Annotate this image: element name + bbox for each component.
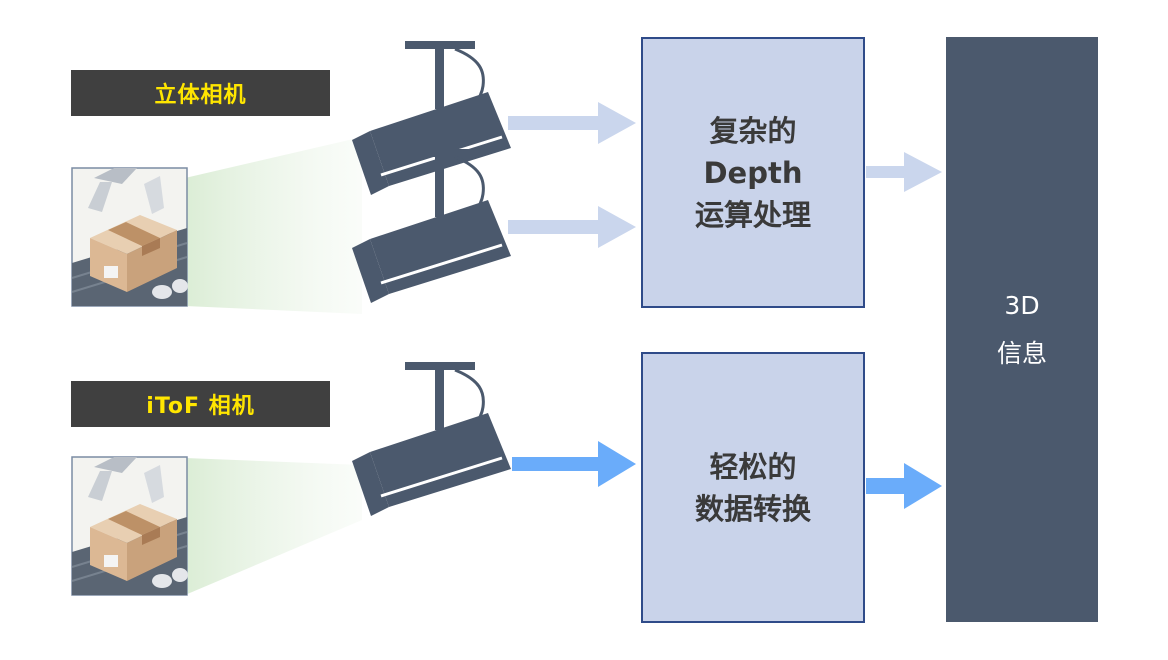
box-on-conveyor-icon [71,456,189,596]
light-arrow-icon [508,206,636,248]
camera-icon [350,39,513,197]
complex-line-2: Depth [703,155,803,190]
box-on-conveyor-icon [71,167,189,307]
easy-line-2: 数据转换 [694,491,811,526]
camera-icon [350,360,513,518]
complex-line-3: 运算处理 [694,197,811,232]
itof-camera-label: iToF 相机 [71,381,330,427]
complex-depth-processing-box: 复杂的 Depth 运算处理 [641,37,865,308]
easy-line-1: 轻松的 [709,449,797,484]
light-arrow-icon [508,102,636,144]
itof-light-beam [185,458,362,595]
blue-arrow-icon [512,441,636,487]
output-line-2: 信息 [996,338,1047,368]
blue-arrow-icon [866,463,942,509]
output-line-1: 3D [1004,290,1040,320]
stereo-camera-label: 立体相机 [71,70,330,116]
complex-line-1: 复杂的 [709,113,797,148]
stereo-light-beam [185,137,362,314]
light-arrow-icon [866,152,942,192]
3d-info-panel: 3D 信息 [946,37,1098,622]
easy-data-conversion-box: 轻松的 数据转换 [641,352,865,623]
